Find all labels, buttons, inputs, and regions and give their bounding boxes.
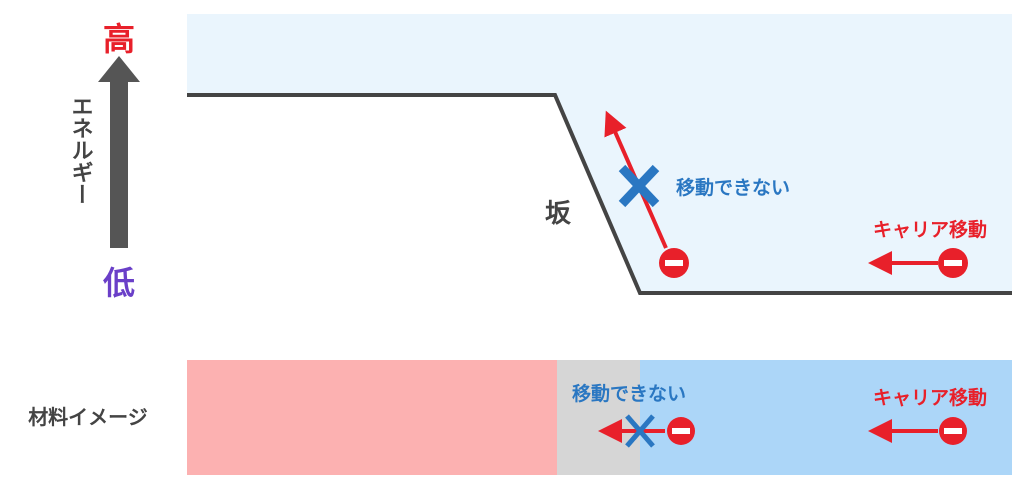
carrier-move-label: キャリア移動 [873,218,987,241]
energy-low-label: 低 [103,264,135,302]
electron-icon [939,417,967,445]
electron-icon [938,248,968,278]
slope-label: 坂 [545,199,572,229]
material-region-left [187,360,557,475]
blocked-cross-icon [618,164,660,208]
material-image-label: 材料イメージ [28,405,148,429]
material-carrier-label: キャリア移動 [873,386,987,409]
blocked-label: 移動できない [676,176,790,199]
electron-icon [667,417,695,445]
band-edge-line [187,93,1012,295]
energy-axis-label: エネルギー [68,95,93,205]
electron-icon [659,248,689,278]
energy-high-label: 高 [103,20,135,58]
band-upper-left-fill [187,95,640,294]
energy-up-arrow-icon [98,56,140,248]
material-blocked-label: 移動できない [572,382,686,405]
material-blocked-cross-icon [625,414,655,448]
